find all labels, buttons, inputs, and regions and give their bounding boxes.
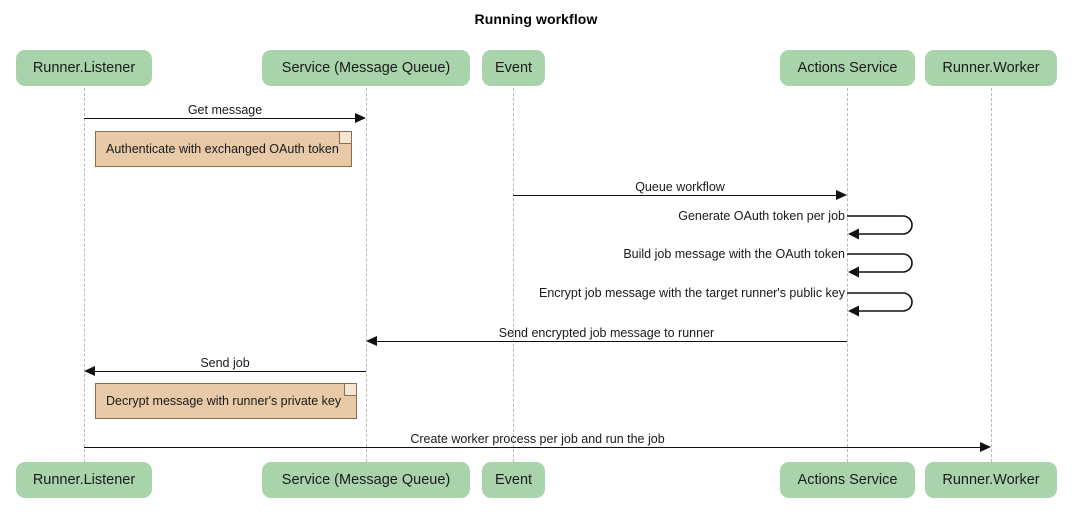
participant-label: Runner.Worker <box>942 472 1040 488</box>
participant-label: Actions Service <box>797 472 898 488</box>
message-label-generate-oauth-token: Generate OAuth token per job <box>678 209 845 223</box>
page-title: Running workflow <box>474 11 598 27</box>
arrow-head-send-encrypted-job-message <box>366 335 377 346</box>
message-line-send-encrypted-job-message <box>377 341 847 342</box>
message-line-get-message <box>84 118 356 119</box>
participant-label: Event <box>494 60 533 76</box>
note-decrypt-message: Decrypt message with runner's private ke… <box>95 383 357 419</box>
participant-label: Runner.Worker <box>942 60 1040 76</box>
participant-label: Runner.Listener <box>32 60 136 76</box>
lifeline-event <box>513 88 514 462</box>
message-line-create-worker-process <box>84 447 981 448</box>
self-call-build-job-message <box>847 253 927 278</box>
note-label: Authenticate with exchanged OAuth token <box>106 142 339 156</box>
participant-label: Runner.Listener <box>32 472 136 488</box>
participant-label: Event <box>494 472 533 488</box>
participant-actions-service-top[interactable]: Actions Service <box>780 50 915 86</box>
message-line-send-job <box>95 371 366 372</box>
message-label-queue-workflow: Queue workflow <box>635 180 725 194</box>
message-label-send-job: Send job <box>200 356 250 370</box>
message-label-send-encrypted-job-message: Send encrypted job message to runner <box>498 326 715 340</box>
message-label-encrypt-job-message: Encrypt job message with the target runn… <box>538 286 845 300</box>
participant-label: Service (Message Queue) <box>281 472 451 488</box>
participant-runner-worker-bottom[interactable]: Runner.Worker <box>925 462 1057 498</box>
message-line-queue-workflow <box>513 195 837 196</box>
participant-runner-listener-bottom[interactable]: Runner.Listener <box>16 462 152 498</box>
note-fold-icon <box>344 384 356 396</box>
participant-runner-worker-top[interactable]: Runner.Worker <box>925 50 1057 86</box>
lifeline-service-message-queue <box>366 88 367 462</box>
participant-actions-service-bottom[interactable]: Actions Service <box>780 462 915 498</box>
message-label-build-job-message: Build job message with the OAuth token <box>623 247 845 261</box>
arrow-head-queue-workflow <box>836 189 847 200</box>
note-authenticate-oauth: Authenticate with exchanged OAuth token <box>95 131 352 167</box>
participant-label: Service (Message Queue) <box>281 60 451 76</box>
message-label-create-worker-process: Create worker process per job and run th… <box>410 432 665 446</box>
note-label: Decrypt message with runner's private ke… <box>106 394 342 408</box>
participant-runner-listener-top[interactable]: Runner.Listener <box>16 50 152 86</box>
self-call-encrypt-job-message <box>847 292 927 317</box>
arrow-head-create-worker-process <box>980 441 991 452</box>
participant-service-message-queue-top[interactable]: Service (Message Queue) <box>262 50 470 86</box>
arrow-head-get-message <box>355 112 366 123</box>
arrow-head-send-job <box>84 365 95 376</box>
participant-event-top[interactable]: Event <box>482 50 545 86</box>
self-call-generate-oauth-token <box>847 215 927 240</box>
participant-service-message-queue-bottom[interactable]: Service (Message Queue) <box>262 462 470 498</box>
lifeline-runner-listener <box>84 88 85 462</box>
lifeline-runner-worker <box>991 88 992 462</box>
note-fold-icon <box>339 132 351 144</box>
participant-event-bottom[interactable]: Event <box>482 462 545 498</box>
message-label-get-message: Get message <box>187 103 263 117</box>
lifeline-actions-service <box>847 88 848 462</box>
participant-label: Actions Service <box>797 60 898 76</box>
